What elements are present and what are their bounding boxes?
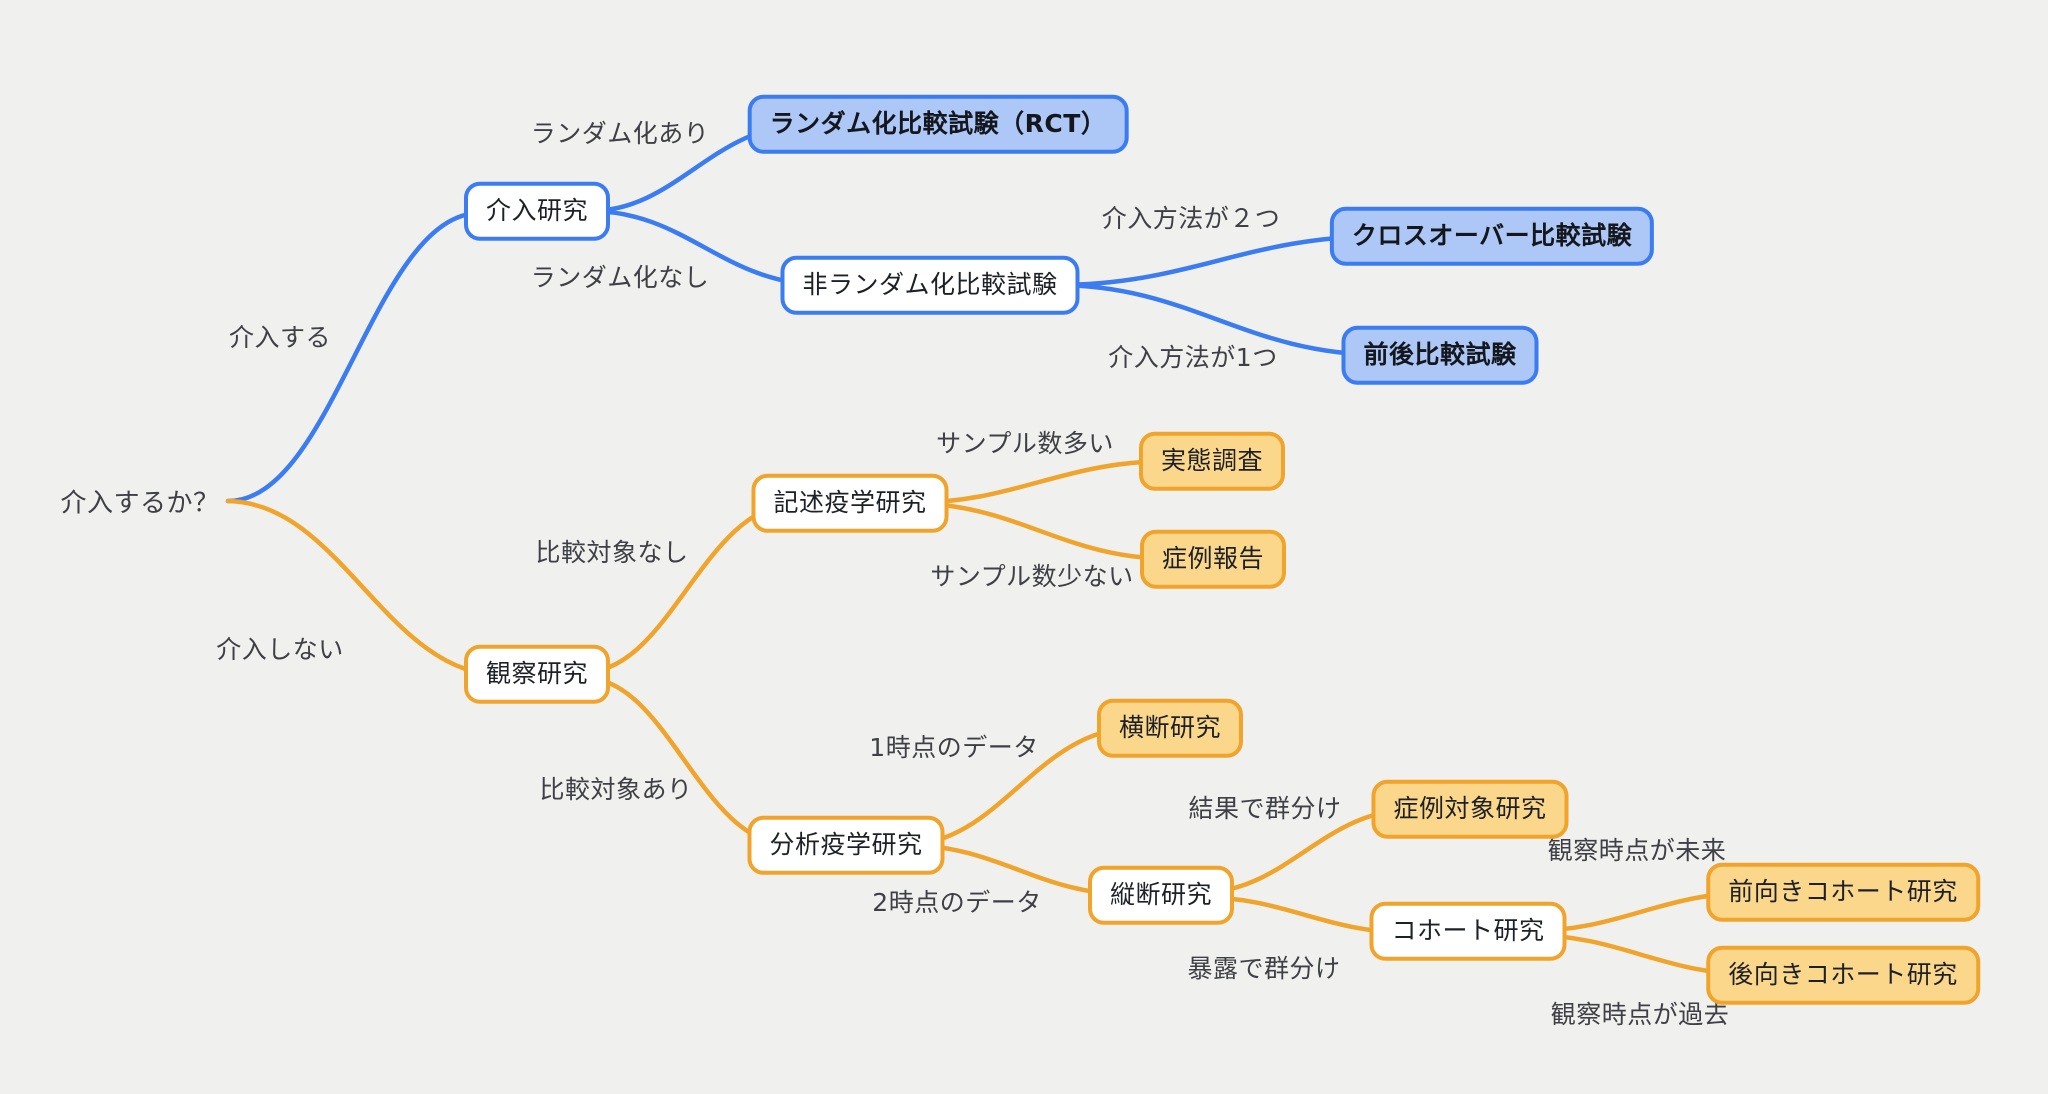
edge-label-one-timepoint: 1時点のデータ [869,733,1039,762]
node-longitudinal-study[interactable]: 縦断研究 [1087,865,1235,925]
edge-label-observe-past: 観察時点が過去 [1550,1000,1730,1029]
node-retrospective-cohort-study[interactable]: 後向きコホート研究 [1706,945,1980,1005]
edge-label-group-by-exposure: 暴露で群分け [1187,954,1341,983]
edge-label-intervene-no: 介入しない [216,635,344,664]
node-cohort-study[interactable]: コホート研究 [1369,901,1567,961]
node-before-after-trial[interactable]: 前後比較試験 [1341,325,1539,385]
node-observational-study[interactable]: 観察研究 [463,644,611,704]
edge-label-two-methods: 介入方法が２つ [1101,204,1281,233]
edge-label-randomization-yes: ランダム化あり [530,119,710,148]
node-cross-sectional-study[interactable]: 横断研究 [1096,698,1244,758]
node-rct[interactable]: ランダム化比較試験（RCT） [747,94,1129,154]
edge-label-randomization-no: ランダム化なし [530,263,710,292]
node-prospective-cohort-study[interactable]: 前向きコホート研究 [1706,862,1980,922]
edge-nonrandomized-to-beforeafter [1052,282,1388,358]
edge-label-two-timepoints: 2時点のデータ [872,888,1042,917]
edge-label-intervene-yes: 介入する [228,323,332,352]
node-case-control-study[interactable]: 症例対象研究 [1371,779,1569,839]
edge-label-observe-future: 観察時点が未来 [1547,836,1727,865]
node-field-survey[interactable]: 実態調査 [1138,431,1286,491]
edge-label-one-method: 介入方法が1つ [1108,343,1278,372]
node-crossover-trial[interactable]: クロスオーバー比較試験 [1329,206,1655,266]
edge-root-to-observational-study [225,498,508,679]
root-question-label: 介入するか？ [60,488,220,519]
node-case-report[interactable]: 症例報告 [1139,529,1287,589]
node-intervention-study[interactable]: 介入研究 [463,181,611,241]
edge-label-group-by-outcome: 結果で群分け [1188,794,1342,823]
edge-label-sample-small: サンプル数少ない [930,562,1134,591]
node-non-randomized-trial[interactable]: 非ランダム化比較試験 [780,255,1080,315]
node-descriptive-epidemiology[interactable]: 記述疫学研究 [751,473,949,533]
edge-label-with-comparison: 比較対象あり [539,775,693,804]
node-analytical-epidemiology[interactable]: 分析疫学研究 [747,815,945,875]
edge-label-no-comparison: 比較対象なし [535,538,689,567]
edge-label-sample-large: サンプル数多い [936,429,1114,458]
edge-root-to-intervention-study [225,210,483,504]
